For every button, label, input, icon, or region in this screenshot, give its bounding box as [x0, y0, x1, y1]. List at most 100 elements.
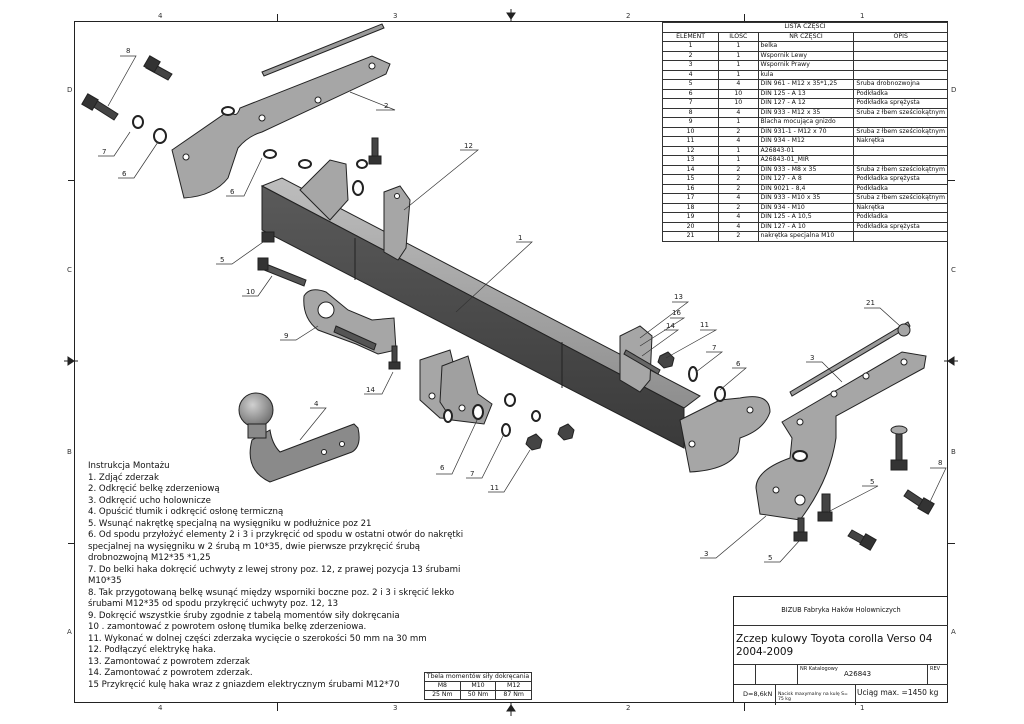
part-description	[853, 155, 948, 166]
zone-col-label: 2	[626, 12, 631, 20]
title-block: BIZUB Fabryka Haków Holowniczych Zczep k…	[733, 596, 948, 705]
part-number: Wspornik Lewy	[757, 50, 855, 61]
callout-label: 16	[672, 309, 681, 317]
callout-label: 6	[230, 188, 235, 196]
col-header-part-number: NR CZĘŚCI	[757, 31, 855, 42]
part-number: DIN 933 - M10 x 35	[757, 193, 855, 204]
zone-tick	[744, 14, 745, 22]
zone-tick	[277, 703, 278, 711]
left-bracket-part-2	[171, 23, 391, 199]
callout-label: 10	[246, 288, 255, 296]
zone-tick	[68, 543, 75, 544]
instruction-step: 5. Wsunąć nakrętkę specjalną na wysięgni…	[88, 518, 372, 529]
part-element: 20	[661, 221, 720, 232]
torque-value: 25 Nm	[424, 690, 461, 700]
part-number: belka	[757, 41, 855, 52]
zone-col-label: 3	[393, 12, 398, 20]
part-number: DIN 125 - A 13	[757, 88, 855, 99]
torque-size: M12	[495, 681, 532, 691]
tow-ball-part-4	[238, 392, 360, 483]
max-tow-cell: Uciąg max. =1450 kg	[856, 685, 949, 705]
part-description: Śruba z łbem sześciokątnym	[853, 164, 948, 175]
zone-col-label: 4	[158, 12, 163, 20]
bolt-part-5	[368, 137, 382, 165]
zone-col-label: 3	[393, 704, 398, 712]
part-element: 2	[661, 50, 720, 61]
callout-label: 8	[938, 459, 942, 467]
part-element: 19	[661, 212, 720, 223]
part-element: 21	[661, 231, 720, 242]
bolt-part-8	[81, 55, 173, 121]
part-element: 1	[661, 41, 720, 52]
callout-label: 2	[384, 102, 388, 110]
nut-part-5	[261, 231, 275, 243]
instruction-step: 2. Odkręcić belkę zderzeniową	[88, 484, 220, 494]
socket-plate-part-9	[303, 289, 397, 355]
bracket-part-13	[619, 325, 661, 393]
zone-row-label: C	[951, 266, 956, 274]
part-number: kula	[757, 69, 855, 80]
drawing-title-line2: 2004-2009	[736, 646, 794, 658]
part-qty: 1	[718, 117, 759, 128]
callout-label: 11	[700, 321, 709, 329]
part-qty: 2	[718, 126, 759, 137]
callout-label: 14	[366, 386, 375, 394]
part-qty: 10	[718, 88, 759, 99]
part-description: Podkładka sprężysta	[853, 98, 948, 109]
bolt-part-10	[257, 257, 307, 287]
part-description	[853, 41, 948, 52]
right-bracket-part-3	[755, 321, 927, 521]
part-number: DIN 933 - M12 x 35	[757, 107, 855, 118]
part-qty: 4	[718, 79, 759, 90]
part-element: 4	[661, 69, 720, 80]
part-number: A26843-01_MIR	[757, 155, 855, 166]
callout-label: 7	[102, 148, 106, 156]
part-qty: 4	[718, 212, 759, 223]
beam-end-plate	[679, 396, 771, 473]
specs-row: D=8,6kN Nacisk maxymalny na kulę S= 75 k…	[734, 684, 948, 705]
torque-size: M10	[459, 681, 497, 691]
callout-label: 12	[464, 142, 473, 150]
catalog-number: A26843	[844, 670, 872, 678]
instruction-step: 10 . zamontować z powrotem osłonę tłumik…	[88, 622, 367, 632]
part-qty: 1	[718, 145, 759, 156]
part-description: Podkładka	[853, 88, 948, 99]
instruction-step: 15 Przykręcić kulę haka wraz z gniazdem …	[88, 679, 400, 690]
part-number: DIN 127 - A 12	[757, 98, 855, 109]
zone-row-label: D	[951, 86, 957, 94]
callout-label: 7	[712, 344, 716, 352]
zone-tick	[948, 543, 955, 544]
part-description	[853, 69, 948, 80]
instruction-step: 6. Od spodu przyłożyć elementy 2 i 3 i p…	[88, 530, 464, 563]
zone-tick	[744, 703, 745, 711]
centering-mark-right	[944, 356, 958, 366]
part-qty: 10	[718, 98, 759, 109]
centering-mark-left	[64, 356, 78, 366]
torque-table-title: Tbela momentów siły dokręcania	[424, 672, 532, 682]
empty-cell	[756, 665, 798, 685]
col-header-element: ELEMENT	[661, 31, 720, 42]
part-number: DIN 933 - M8 x 35	[757, 164, 855, 175]
instruction-step: 1. Zdjąć zderzak	[88, 472, 159, 483]
zone-tick	[277, 14, 278, 22]
part-qty: 1	[718, 50, 759, 61]
part-number: DIN 934 - M12	[757, 136, 855, 147]
callout-label: 5	[220, 256, 224, 264]
part-description: Śruba z łbem sześciokątnym	[853, 107, 948, 118]
callout-label: 6	[440, 464, 445, 472]
parts-list-title: LISTA CZĘŚCI	[662, 22, 948, 33]
part-element: 16	[661, 183, 720, 194]
callout-label: 3	[704, 550, 708, 558]
